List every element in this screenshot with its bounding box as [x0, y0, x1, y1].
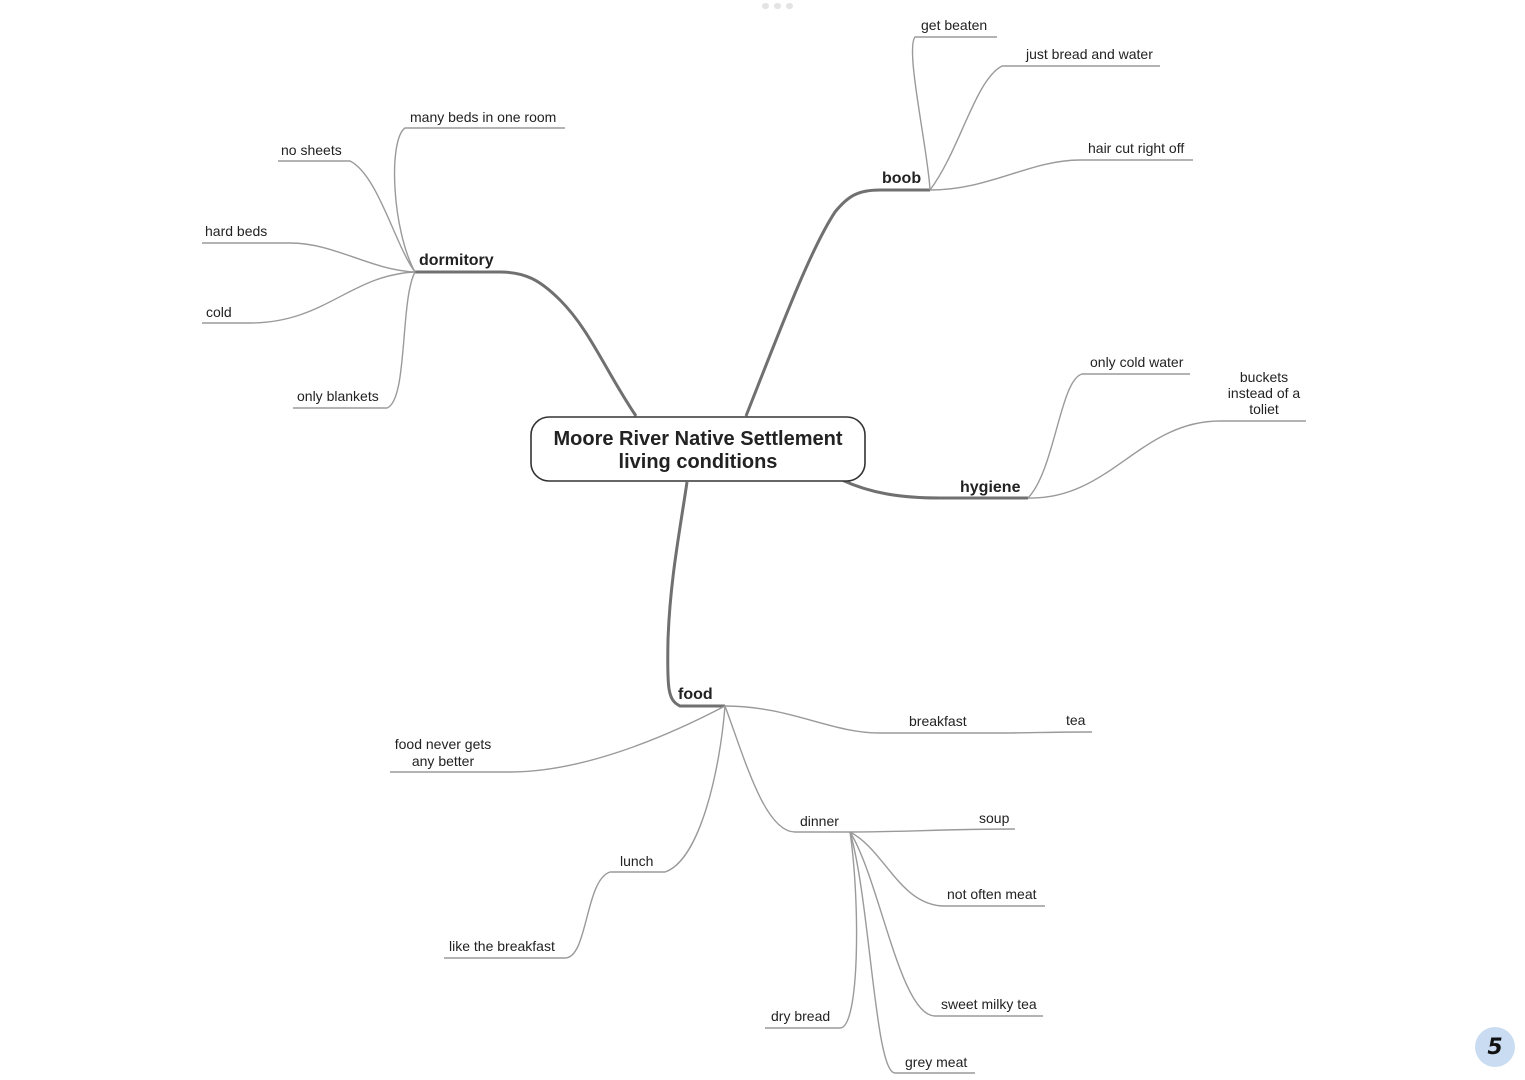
connector-breakfast	[724, 705, 1000, 734]
branch-boob: boob	[882, 170, 921, 187]
leaf-buckets-line3: toliet	[1249, 401, 1279, 417]
leaf-only-blankets: only blankets	[297, 388, 379, 404]
connector-boob	[744, 188, 930, 417]
central-node	[530, 416, 866, 482]
connector-grey-meat	[849, 831, 975, 1074]
connector-buckets	[1027, 420, 1306, 499]
page-number-badge: 5	[1475, 1027, 1515, 1067]
connector-food	[666, 481, 725, 708]
leaf-sweet-tea: sweet milky tea	[941, 996, 1037, 1012]
leaf-breakfast: breakfast	[909, 713, 967, 729]
leaf-cold-water: only cold water	[1090, 354, 1184, 370]
connector-hair-cut	[929, 159, 1193, 191]
connector-tea	[999, 731, 1093, 734]
connector-get-beaten	[911, 36, 997, 191]
connector-only-blankets	[293, 271, 416, 409]
central-title-line2: living conditions	[619, 451, 778, 473]
branch-hygiene: hygiene	[960, 479, 1021, 496]
leaf-grey-meat: grey meat	[905, 1054, 967, 1070]
connector-cold	[202, 271, 416, 324]
leaf-never-better-line1: food never gets	[395, 736, 492, 752]
connector-cold-water	[1027, 373, 1190, 499]
connector-like-breakfast	[444, 871, 611, 959]
connector-never-better	[390, 705, 726, 773]
leaf-many-beds: many beds in one room	[410, 109, 556, 125]
connector-lunch	[610, 705, 726, 873]
leaf-tea: tea	[1066, 712, 1086, 728]
connector-hard-beds	[202, 242, 416, 273]
connector-soup	[849, 828, 1016, 833]
connector-hygiene	[841, 478, 1028, 500]
leaf-buckets-line2: instead of a	[1228, 385, 1301, 401]
connector-dry-bread	[765, 831, 858, 1029]
leaf-no-sheets: no sheets	[281, 142, 342, 158]
leaf-not-often-meat: not often meat	[947, 886, 1037, 902]
leaf-soup: soup	[979, 810, 1010, 826]
leaf-get-beaten: get beaten	[921, 17, 987, 33]
connector-not-often-meat	[849, 831, 1045, 907]
leaf-hard-beds: hard beds	[205, 223, 267, 239]
connector-no-sheets	[278, 160, 416, 273]
leaf-dry-bread: dry bread	[771, 1008, 830, 1024]
leaf-lunch: lunch	[620, 853, 653, 869]
leaf-bread-water: just bread and water	[1025, 46, 1153, 62]
window-dots	[762, 3, 794, 9]
connector-bread-water	[929, 65, 1160, 191]
leaf-buckets-line1: buckets	[1240, 369, 1288, 385]
branch-dormitory: dormitory	[419, 252, 494, 269]
leaf-dinner: dinner	[800, 813, 839, 829]
branch-food: food	[678, 686, 713, 703]
connector-dinner	[724, 705, 850, 833]
leaf-cold: cold	[206, 304, 232, 320]
connector-many-beds	[393, 127, 565, 273]
leaf-like-breakfast: like the breakfast	[449, 938, 555, 954]
central-title-line1: Moore River Native Settlement	[554, 428, 843, 450]
connector-sweet-tea	[849, 831, 1043, 1017]
connector-dormitory	[415, 270, 638, 417]
leaf-never-better-line2: any better	[412, 753, 475, 769]
leaf-hair-cut: hair cut right off	[1088, 140, 1184, 156]
